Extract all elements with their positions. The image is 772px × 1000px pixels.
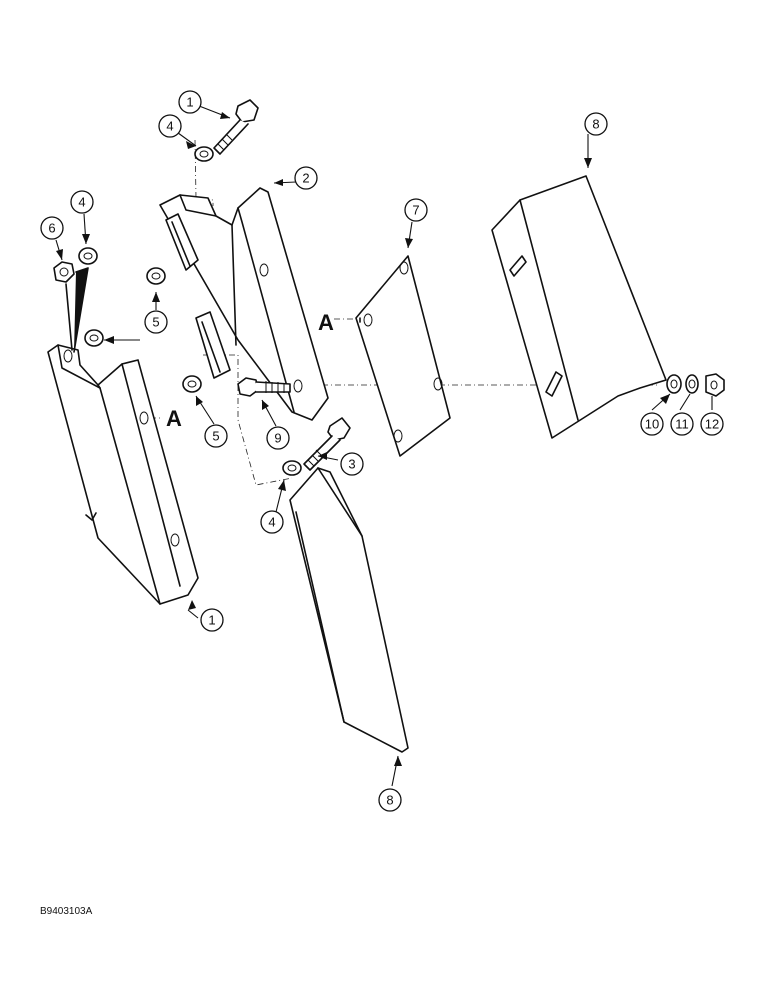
part-8-angle-upper — [491, 175, 667, 439]
callout-1: 1 — [200, 608, 224, 632]
hardware-10-11-12 — [666, 373, 725, 397]
svg-text:4: 4 — [78, 195, 85, 210]
svg-text:2: 2 — [302, 171, 309, 186]
part-8-angle-lower — [289, 467, 409, 753]
svg-text:5: 5 — [212, 429, 219, 444]
part-7-plate — [355, 255, 451, 457]
reference-letter-a-plate: A — [318, 310, 334, 335]
bolt-top — [213, 99, 259, 155]
callout-6: 6 — [40, 216, 64, 240]
bolt-9 — [237, 377, 291, 397]
svg-text:3: 3 — [348, 457, 355, 472]
callout-4-top: 4 — [158, 114, 182, 138]
callout-8-top: 8 — [584, 112, 608, 136]
nut-6-and-washer — [53, 247, 98, 353]
bolt-lower — [303, 417, 351, 471]
callout-9: 9 — [266, 426, 290, 450]
callout-12: 12 — [700, 412, 724, 436]
callout-3-top: 1 — [178, 90, 202, 114]
reference-markers: A A — [166, 310, 334, 431]
svg-text:8: 8 — [592, 117, 599, 132]
svg-text:8: 8 — [386, 793, 393, 808]
washer-lower — [282, 460, 302, 476]
svg-text:11: 11 — [675, 417, 689, 432]
svg-text:9: 9 — [274, 431, 281, 446]
svg-text:12: 12 — [705, 417, 719, 432]
washers-5 — [84, 267, 202, 393]
callout-5-lower: 5 — [204, 424, 228, 448]
callouts: 1 4 2 8 7 4 6 5 5 9 3 4 1 8 10 11 12 — [40, 90, 724, 812]
svg-text:1: 1 — [186, 95, 193, 110]
callout-3-lower: 3 — [340, 452, 364, 476]
arrowheads — [56, 112, 670, 766]
svg-text:5: 5 — [152, 315, 159, 330]
svg-text:4: 4 — [268, 515, 275, 530]
callout-2: 2 — [294, 166, 318, 190]
callout-10: 10 — [640, 412, 664, 436]
callout-5-upper: 5 — [144, 310, 168, 334]
svg-text:4: 4 — [166, 119, 173, 134]
part-2-bracket — [159, 187, 329, 421]
svg-text:1: 1 — [208, 613, 215, 628]
callout-7: 7 — [404, 198, 428, 222]
washer-top — [194, 146, 214, 162]
callout-4-lower: 4 — [260, 510, 284, 534]
svg-text:6: 6 — [48, 221, 55, 236]
reference-letter-a-bracket: A — [166, 406, 182, 431]
svg-text:7: 7 — [412, 203, 419, 218]
callout-8-lower: 8 — [378, 788, 402, 812]
figure-id: B9403103A — [40, 906, 93, 917]
part-1-bracket — [47, 344, 199, 605]
svg-text:10: 10 — [645, 417, 659, 432]
callout-11: 11 — [670, 412, 694, 436]
callout-4-left: 4 — [70, 190, 94, 214]
